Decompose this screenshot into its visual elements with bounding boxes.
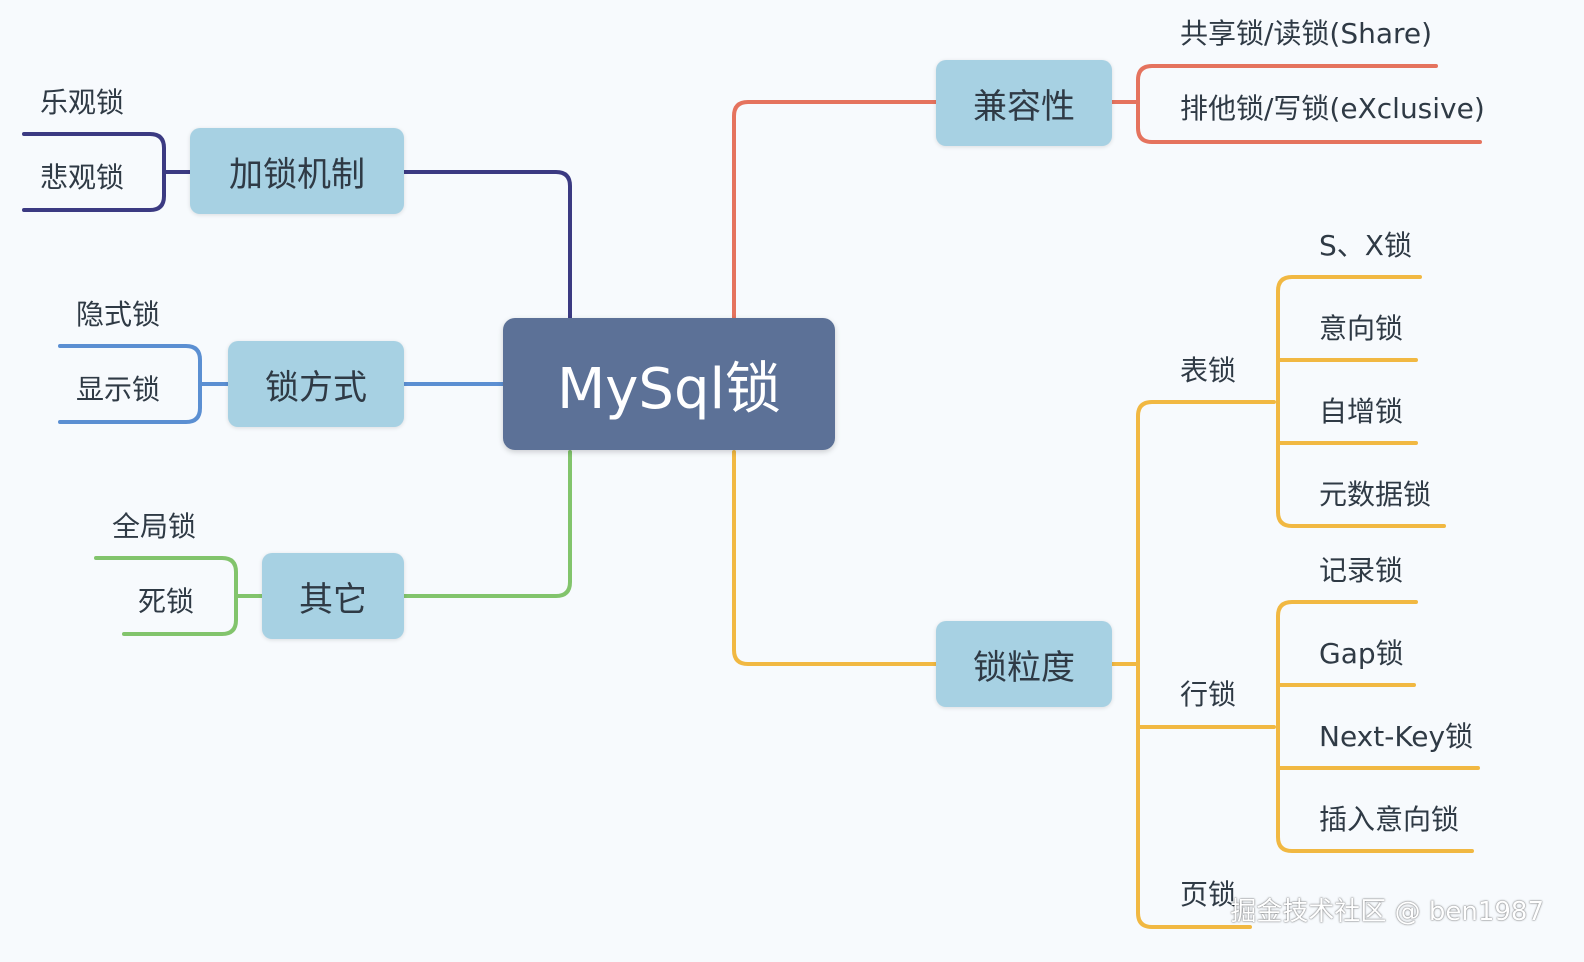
root-node-label: MySql锁 xyxy=(556,356,782,422)
connector-locking-mechanism-leaves xyxy=(22,132,192,212)
node-granularity-label: 锁粒度 xyxy=(973,647,1075,688)
node-locking-mechanism[interactable]: 加锁机制 xyxy=(190,128,404,214)
leaf-global-lock: 全局锁 xyxy=(112,510,197,543)
leaf-explicit-lock: 显示锁 xyxy=(76,373,161,406)
node-other-label: 其它 xyxy=(299,579,367,620)
leaf-metadata-lock: 元数据锁 xyxy=(1319,478,1432,511)
leaf-auto-inc-lock: 自增锁 xyxy=(1319,395,1404,428)
node-locking-mechanism-label: 加锁机制 xyxy=(229,154,365,195)
connector-other-leaves xyxy=(94,556,264,636)
leaf-s-x-lock: S、X锁 xyxy=(1319,229,1412,262)
root-node[interactable]: MySql锁 xyxy=(503,318,835,450)
node-other[interactable]: 其它 xyxy=(262,553,404,639)
leaf-insert-intention-lock: 插入意向锁 xyxy=(1319,803,1460,836)
connector-compatibility-leaves xyxy=(1110,64,1482,144)
leaf-record-lock: 记录锁 xyxy=(1319,554,1404,587)
leaf-intention-lock: 意向锁 xyxy=(1319,312,1404,345)
leaf-implicit-lock: 隐式锁 xyxy=(76,298,161,331)
watermark: 掘金技术社区 @ ben1987 xyxy=(1230,897,1544,927)
connector-lock-method-leaves xyxy=(58,344,230,424)
group-page-lock: 页锁 xyxy=(1180,878,1237,911)
connector-granularity xyxy=(732,450,940,666)
connector-row-lock-leaves xyxy=(1276,600,1480,853)
connector-granularity-groups xyxy=(1110,400,1276,929)
connector-compatibility xyxy=(732,100,940,322)
group-table-lock: 表锁 xyxy=(1180,354,1237,387)
leaf-share-lock: 共享锁/读锁(Share) xyxy=(1180,17,1433,50)
leaf-gap-lock: Gap锁 xyxy=(1319,637,1404,670)
leaf-next-key-lock: Next-Key锁 xyxy=(1319,720,1474,753)
node-granularity[interactable]: 锁粒度 xyxy=(936,621,1112,707)
node-lock-method[interactable]: 锁方式 xyxy=(228,341,404,427)
node-compatibility[interactable]: 兼容性 xyxy=(936,60,1112,146)
connector-locking-mechanism xyxy=(402,170,572,322)
leaf-pessimistic-lock: 悲观锁 xyxy=(40,161,125,194)
connector-table-lock-leaves xyxy=(1276,275,1446,528)
node-lock-method-label: 锁方式 xyxy=(265,367,367,408)
group-row-lock: 行锁 xyxy=(1180,678,1237,711)
node-compatibility-label: 兼容性 xyxy=(973,86,1075,127)
leaf-exclusive-lock: 排他锁/写锁(eXclusive) xyxy=(1180,92,1485,125)
leaf-optimistic-lock: 乐观锁 xyxy=(40,86,125,119)
leaf-deadlock: 死锁 xyxy=(138,585,195,618)
connector-other xyxy=(402,450,572,598)
